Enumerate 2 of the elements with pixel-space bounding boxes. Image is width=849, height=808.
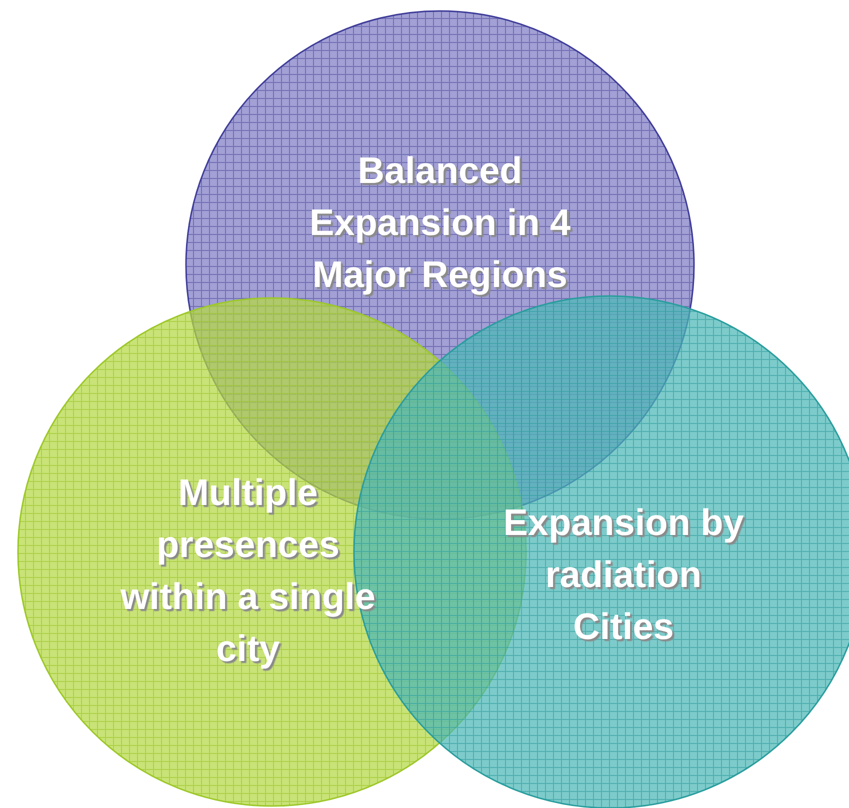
circle-label: Balanced Expansion in 4 Major Regions: [308, 149, 572, 297]
circle-label: Expansion by radiation Cities: [502, 501, 745, 649]
